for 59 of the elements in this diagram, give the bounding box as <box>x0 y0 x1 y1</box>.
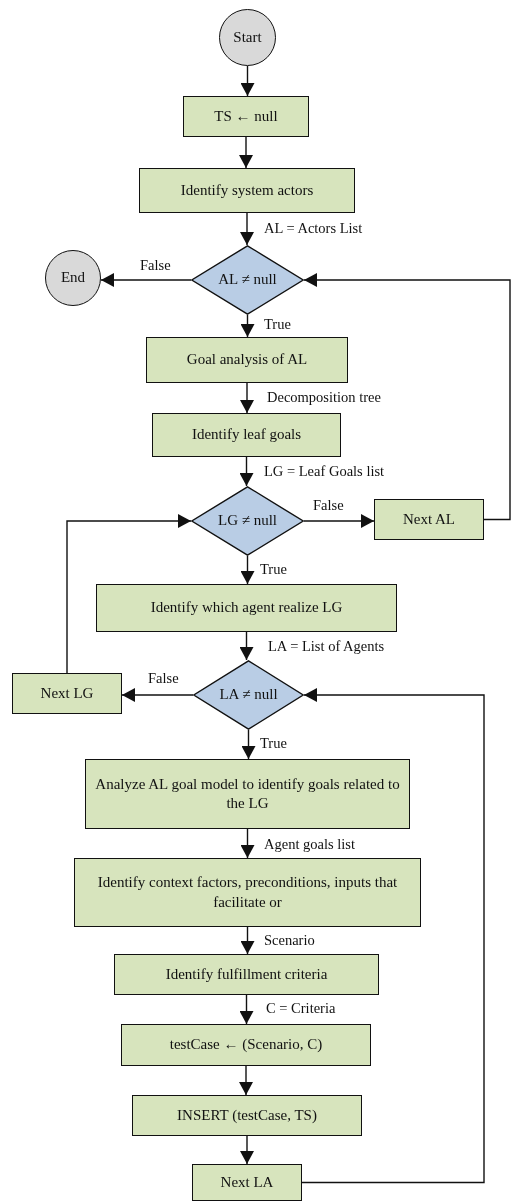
arrow <box>240 926 255 955</box>
arrow <box>239 631 254 661</box>
arrow <box>121 688 194 702</box>
arrow <box>303 273 511 521</box>
arrow <box>241 729 256 760</box>
step-text: TS ← null <box>214 106 278 126</box>
terminal-circle <box>45 250 101 306</box>
edge-label: Agent goals list <box>262 836 358 853</box>
edge-label: Decomposition tree <box>265 389 383 406</box>
step-text: Start <box>233 27 262 47</box>
step-text: Identify which agent realize LG <box>150 598 343 618</box>
process-box <box>85 759 410 829</box>
step-text: Next LA <box>220 1172 274 1192</box>
arrow <box>100 273 192 287</box>
step-text: testCase ← (Scenario, C) <box>169 1035 323 1055</box>
arrow <box>303 514 375 528</box>
process-box <box>152 413 341 457</box>
step-text: Identify fulfillment criteria <box>165 964 328 984</box>
step-text: Identify context factors, preconditions, inputs that facilitate or <box>96 873 399 912</box>
step-text: Identify system actors <box>180 180 314 200</box>
process-box <box>96 584 397 632</box>
arrow <box>240 212 254 246</box>
arrow <box>240 382 254 414</box>
arrow <box>240 828 255 859</box>
process-box <box>132 1095 362 1136</box>
step-text: End <box>60 268 86 288</box>
arrow <box>240 65 255 97</box>
arrow <box>240 314 255 338</box>
process-box <box>192 1164 302 1201</box>
decision-diamond <box>193 660 304 730</box>
step-text: LG ≠ null <box>217 511 278 531</box>
decision-diamond <box>191 245 304 315</box>
terminal-circle <box>219 9 276 66</box>
step-text: Identify leaf goals <box>191 425 302 445</box>
arrow <box>239 456 254 487</box>
edge-label: LA = List of Agents <box>266 638 387 655</box>
step-text: Next LG <box>40 683 94 703</box>
process-box <box>121 1024 371 1066</box>
process-box <box>146 337 348 383</box>
process-box <box>139 168 355 213</box>
process-box <box>114 954 379 995</box>
arrow <box>239 136 253 169</box>
arrow <box>66 514 192 674</box>
step-text: Next AL <box>402 509 456 529</box>
arrow <box>240 1135 254 1165</box>
step-text: Goal analysis of AL <box>186 350 308 370</box>
arrow <box>239 1065 253 1096</box>
step-text: Analyze AL goal model to identify goals related to the LG <box>94 774 401 813</box>
step-text: LA ≠ null <box>219 685 278 705</box>
arrow <box>301 688 485 1184</box>
process-box <box>374 499 484 540</box>
arrow <box>240 555 255 585</box>
step-text: INSERT (testCase, TS) <box>177 1105 317 1125</box>
process-box <box>74 858 421 927</box>
step-text: AL ≠ null <box>218 270 277 290</box>
decision-diamond <box>191 486 304 556</box>
process-box <box>183 96 309 137</box>
arrow <box>239 994 254 1025</box>
process-box <box>12 673 122 714</box>
